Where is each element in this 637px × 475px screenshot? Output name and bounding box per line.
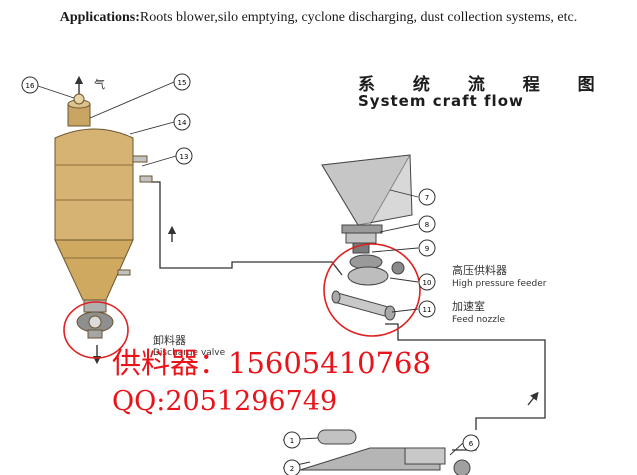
discharge-highlight-circle <box>63 301 129 359</box>
slide-gate <box>341 224 383 234</box>
diagram-title-en: System craft flow <box>358 92 524 110</box>
silo-inlet-pipe <box>132 155 148 163</box>
svg-text:15: 15 <box>178 79 187 87</box>
callout-13: 13 <box>175 147 193 165</box>
callout-7: 7 <box>418 188 436 206</box>
diagram-title-zh: 系 统 流 程 图 <box>358 75 611 95</box>
svg-text:9: 9 <box>425 245 429 253</box>
applications-line: Applications:Roots blower,silo emptying,… <box>0 10 637 26</box>
feeder-label-en: High pressure feeder <box>452 279 547 289</box>
applications-label: Applications: <box>59 10 140 25</box>
feeder-highlight-circle <box>323 243 421 337</box>
qq-overlay: QQ:2051296749 <box>112 386 338 417</box>
svg-text:11: 11 <box>423 306 432 314</box>
discharge-label-en: Discharge valve <box>153 348 226 358</box>
callout-9: 9 <box>418 239 436 257</box>
silo-body <box>54 128 134 241</box>
callout-16: 16 <box>21 76 39 94</box>
svg-text:8: 8 <box>425 221 429 229</box>
hopper-feeder-assembly <box>321 154 413 321</box>
feed-nozzle <box>333 291 393 319</box>
callout-1: 1 <box>283 431 301 449</box>
air-vent-icon <box>73 93 85 105</box>
callout-8: 8 <box>418 215 436 233</box>
svg-text:13: 13 <box>180 153 189 161</box>
svg-text:14: 14 <box>178 119 187 127</box>
applications-text: Roots blower,silo emptying, cyclone disc… <box>139 10 578 25</box>
callout-15: 15 <box>173 73 191 91</box>
air-label: 气 <box>94 78 105 91</box>
nozzle-label-en: Feed nozzle <box>452 315 506 325</box>
feeder-label-zh: 高压供料器 <box>452 264 507 277</box>
silo-cyclone <box>54 93 153 339</box>
discharge-label-zh: 卸料器 <box>153 334 186 347</box>
nozzle-label-zh: 加速室 <box>452 300 485 313</box>
callout-10: 10 <box>418 273 436 291</box>
air-filter <box>317 429 357 445</box>
callout-11: 11 <box>418 300 436 318</box>
svg-text:1: 1 <box>290 437 294 445</box>
svg-text:10: 10 <box>423 279 432 287</box>
svg-text:2: 2 <box>290 465 294 473</box>
supplier-phone-overlay: 供料器：15605410768 <box>112 346 431 380</box>
pipe-return-arrow <box>527 391 539 406</box>
highlight-circles <box>63 243 421 359</box>
svg-text:6: 6 <box>469 440 474 448</box>
callout-14: 14 <box>173 113 191 131</box>
callout-2: 2 <box>283 459 301 475</box>
callout-6: 6 <box>462 434 480 452</box>
roots-blower-assembly <box>299 429 471 475</box>
svg-text:16: 16 <box>26 82 35 90</box>
svg-text:7: 7 <box>425 194 429 202</box>
callouts: 16 15 14 13 7 8 9 10 11 1 2 6 <box>21 73 480 475</box>
